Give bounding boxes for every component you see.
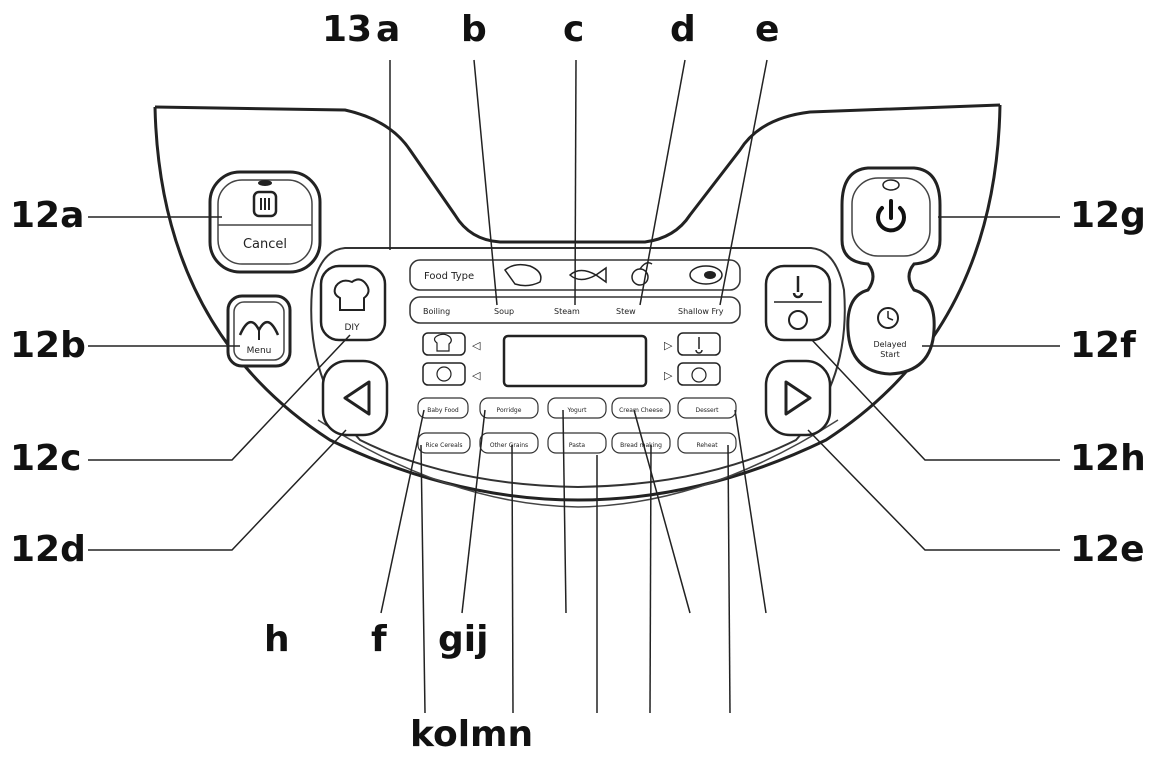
food-icon-meat [689,265,723,285]
program-rice-cereals: Rice Cereals [425,442,462,449]
svg-text:◁: ◁ [472,339,481,352]
svg-text:◁: ◁ [472,369,481,382]
callout-b: b [461,9,487,50]
chef-hat-icon [333,278,370,311]
mode-shallow-fry: Shallow Fry [678,307,724,316]
callout-13: 13 [322,9,373,50]
panel-lower-curve [317,419,839,508]
callout-12d: 12d [10,529,86,570]
program-porridge: Porridge [497,407,522,414]
small-thermometer-icon [695,337,703,354]
power-button[interactable] [851,177,931,257]
program-baby-food: Baby Food [427,407,459,414]
callout-12a: 12a [10,195,85,236]
callout-12e: 12e [1070,529,1145,570]
temperature-timer-button[interactable] [764,264,832,342]
program-reheat: Reheat [696,442,718,449]
callout-f: f [371,619,387,660]
food-icon-poultry [503,263,542,287]
callout-c: c [563,9,585,50]
right-arrow-button[interactable] [764,359,832,437]
small-chef-hat-icon [433,333,452,352]
clock-icon [877,307,899,329]
food-icon-vegetable [631,262,653,286]
program-pasta: Pasta [569,442,586,449]
callout-d: d [670,9,696,50]
left-triangle-icon [343,380,371,416]
program-yogurt: Yogurt [567,407,588,414]
callout-gij: gij [438,619,489,660]
food-icon-fish [568,266,607,284]
svg-text:▷: ▷ [664,369,673,382]
callout-h: h [264,619,290,660]
display-area: ◁ ◁ ▷ ▷ [422,332,721,388]
callout-12h: 12h [1070,438,1146,479]
lcd-screen [502,334,648,388]
mode-soup: Soup [494,307,514,316]
left-arrow-button[interactable] [321,359,389,437]
callout-12c: 12c [10,438,82,479]
program-dessert: Dessert [695,407,719,414]
leader-lines [88,59,1060,714]
menu-button[interactable]: Menu [226,294,292,368]
panel-outline [310,247,846,489]
program-other-grains: Other Grains [490,442,528,449]
power-icon [876,206,906,233]
appliance-bowl-curve [153,104,1002,502]
cancel-label: Cancel [243,237,287,252]
thermometer-icon [792,276,804,299]
callout-12g: 12g [1070,195,1146,236]
appliance-outline [154,103,1001,244]
menu-label: Menu [247,346,272,356]
svg-text:▷: ▷ [664,339,673,352]
diy-button[interactable]: DIY [319,264,387,342]
programs-row-2[interactable]: Rice Cereals Other Grains Pasta Bread ma… [417,432,737,454]
small-timer-icon [691,367,707,383]
cancel-button[interactable]: Cancel [208,170,322,274]
mode-stew: Stew [616,307,636,316]
program-bread-making: Bread making [620,442,662,449]
mode-steam: Steam [554,307,580,316]
diy-label: DIY [344,323,360,333]
program-cream-cheese: Cream Cheese [619,407,663,414]
callout-12b: 12b [10,325,86,366]
power-delayed-start-group [840,166,942,376]
callout-kolmn: kolmn [410,714,534,755]
programs-row-1[interactable]: Baby Food Porridge Yogurt Cream Cheese D… [417,397,737,419]
small-clock-icon [436,366,452,382]
timer-icon [788,310,808,330]
mode-boiling: Boiling [423,307,450,316]
food-type-label: Food Type [424,271,474,282]
callout-e: e [755,9,780,50]
callout-12f: 12f [1070,325,1136,366]
right-triangle-icon [784,380,812,416]
callout-a: a [376,9,401,50]
